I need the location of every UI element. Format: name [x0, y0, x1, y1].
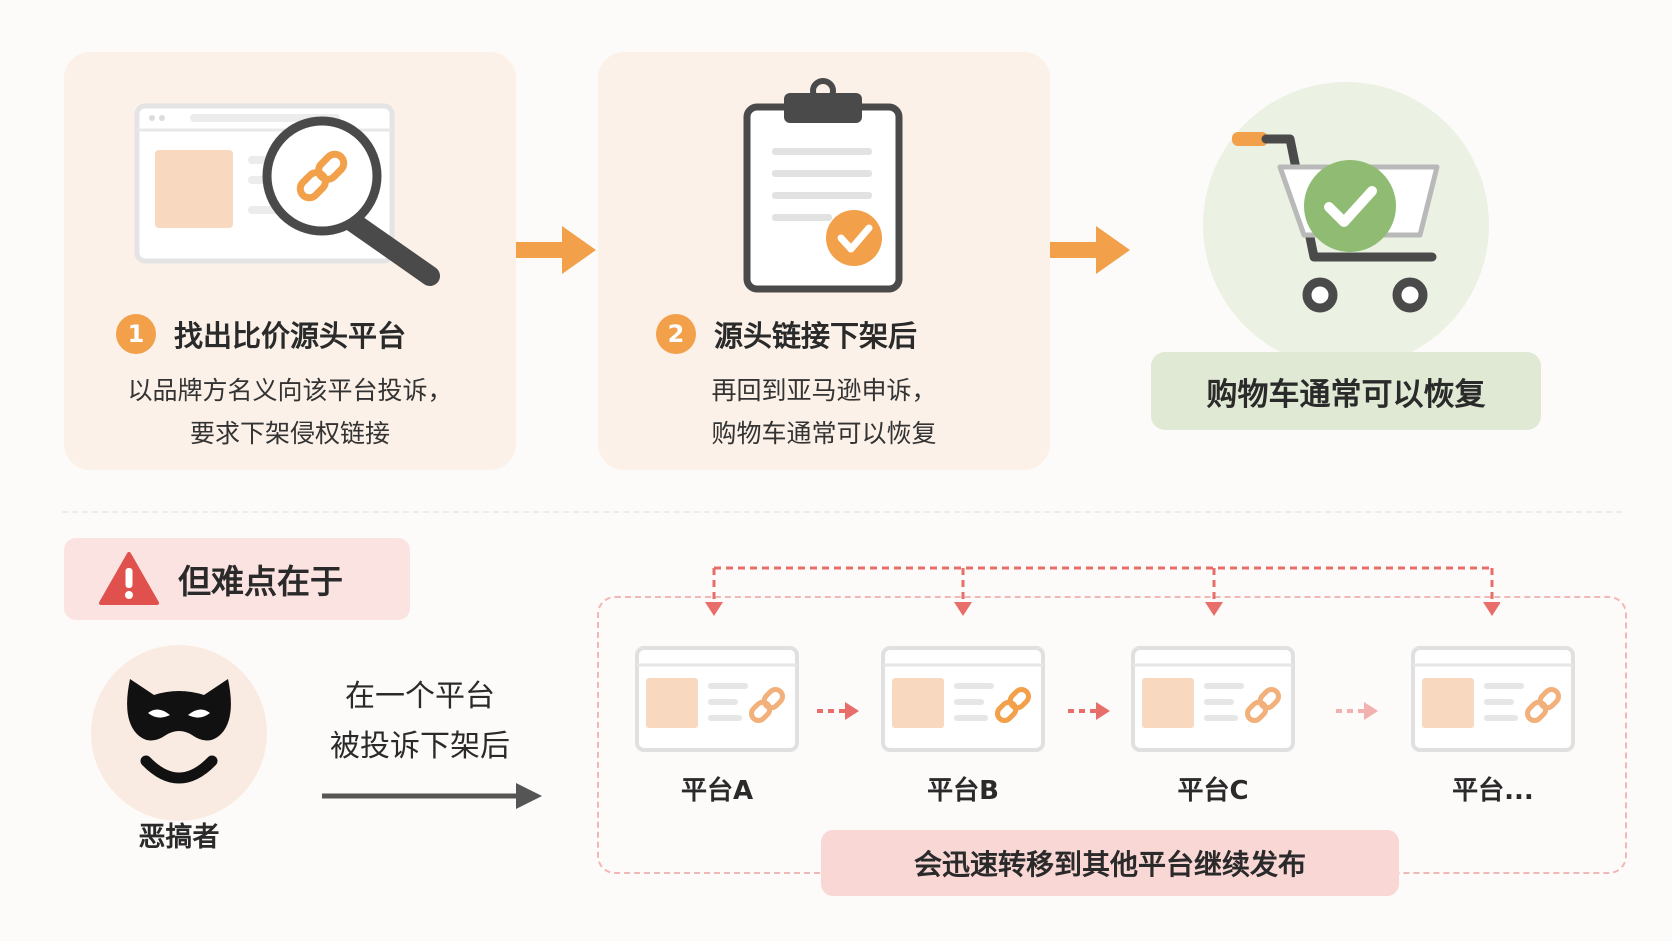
arrow-right-icon	[516, 226, 596, 274]
arrow-down-icon	[954, 602, 972, 616]
villain-avatar	[91, 645, 267, 821]
clipboard-check-illustration	[743, 78, 903, 293]
link-icon	[296, 150, 348, 202]
arrow-down-icon	[1205, 602, 1223, 616]
check-icon	[1324, 186, 1377, 227]
arrow-down-icon	[705, 602, 723, 616]
link-icon	[1525, 687, 1561, 723]
dashed-arrow-icon	[817, 702, 859, 720]
smile-icon	[140, 755, 218, 784]
redistribution-arrows	[705, 566, 1500, 616]
browser-search-illustration	[134, 103, 440, 286]
platform-c-browser	[1131, 646, 1295, 752]
bottom-note: 会迅速转移到其他平台继续发布	[821, 830, 1399, 896]
dashed-arrow-icon	[1068, 702, 1110, 720]
step2-title-text: 源头链接下架后	[714, 319, 918, 353]
step1-number-badge: 1	[116, 314, 156, 354]
link-icon	[1245, 687, 1281, 723]
warning-icon	[99, 552, 159, 605]
link-icon	[995, 687, 1031, 723]
platform-b-label: 平台B	[927, 776, 999, 806]
platform-more-label: 平台...	[1452, 776, 1534, 806]
step1-title: 1 找出比价源头平台	[116, 313, 406, 355]
villain-label: 恶搞者	[138, 822, 220, 853]
step1-desc-line2: 要求下架侵权链接	[189, 419, 390, 448]
step1-description: 以品牌方名义向该平台投诉， 要求下架侵权链接	[64, 369, 516, 455]
shopping-cart-icon	[1232, 132, 1440, 313]
masked-villain-icon	[127, 679, 231, 784]
middle-text: 在一个平台 被投诉下架后	[305, 672, 535, 772]
step2-description: 再回到亚马逊申诉， 购物车通常可以恢复	[598, 369, 1050, 455]
platform-a-browser	[635, 646, 799, 752]
result-label: 购物车通常可以恢复	[1151, 352, 1541, 430]
middle-text-line2: 被投诉下架后	[330, 729, 510, 764]
step2-number-badge: 2	[656, 314, 696, 354]
step2-desc-line1: 再回到亚马逊申诉，	[711, 376, 937, 405]
platform-more-browser	[1411, 646, 1575, 752]
arrow-down-icon	[1483, 602, 1500, 616]
warning-text: 但难点在于	[178, 562, 343, 601]
check-icon	[837, 224, 873, 253]
warning-banner: 但难点在于	[64, 538, 410, 620]
long-arrow-right-icon	[322, 783, 542, 809]
platform-c-label: 平台C	[1177, 776, 1249, 806]
step1-title-text: 找出比价源头平台	[174, 319, 407, 353]
dashed-arrow-icon	[1336, 702, 1378, 720]
step1-desc-line1: 以品牌方名义向该平台投诉，	[127, 376, 453, 405]
middle-text-line1: 在一个平台	[345, 679, 495, 714]
step2-desc-line2: 购物车通常可以恢复	[711, 419, 937, 448]
platform-a-label: 平台A	[680, 776, 754, 806]
section-divider	[62, 511, 1622, 513]
arrow-right-icon	[1050, 226, 1130, 274]
platform-b-browser	[881, 646, 1045, 752]
link-icon	[749, 687, 785, 723]
step2-title: 2 源头链接下架后	[656, 313, 917, 355]
